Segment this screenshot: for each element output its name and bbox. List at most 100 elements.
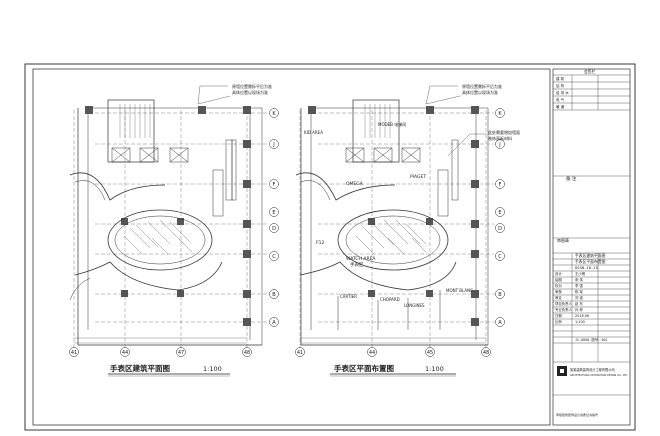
left-plan	[69, 99, 268, 352]
room-label-f12: F12	[316, 240, 324, 246]
grid-row-left-B: B	[272, 292, 276, 298]
grid-row-left-C-bubble	[269, 251, 279, 261]
tb-field-key: 比例	[555, 319, 562, 324]
right-plan-scale: 1:100	[425, 365, 444, 373]
room-label-omega: OMEGA	[346, 181, 364, 187]
grid-row-right-C: C	[498, 254, 502, 260]
grid-row-right-D-bubble	[495, 223, 505, 233]
tb-drawing-no: DSGN-18-15	[575, 265, 598, 270]
grid-row-left-E-bubble	[269, 207, 279, 217]
tb-field-key: 专业负责人	[555, 307, 573, 312]
grid-row-left-A: A	[272, 320, 276, 326]
tb-row-label: 结 构	[556, 83, 565, 88]
tb-company-cn: 某某建筑装饰设计工程有限公司	[570, 367, 615, 372]
left-plan-scale: 1:100	[203, 365, 222, 373]
tb-project-cn: 手表区建筑平面图	[575, 253, 606, 258]
tb-field-key: 设计	[555, 271, 562, 276]
grid-row-left-B-bubble	[269, 289, 279, 299]
room-label-elevator: MODEB 电梯间	[378, 121, 406, 127]
grid-row-left-D: D	[272, 226, 276, 232]
right-plan	[295, 99, 494, 352]
room-label-cartier: CARTIER	[340, 294, 357, 299]
grid-col-right-45-bubble	[425, 347, 435, 357]
tb-company-en: ARCHITECTURAL DECORATION DESIGN CO., LTD…	[570, 374, 628, 377]
grid-row-left-D-bubble	[269, 223, 279, 233]
room-label-watch-area-cn: 手表区	[350, 261, 364, 268]
tb-field-value: 李 强	[575, 283, 583, 288]
tb-field-value: 孙 林	[575, 307, 583, 312]
grid-col-right-44: 44	[369, 350, 375, 356]
right-note-mid-2: 装饰面板材料	[488, 135, 512, 141]
grid-row-right-K: K	[498, 111, 502, 117]
sheet-outer-frame	[24, 63, 636, 431]
room-label-chopard: CHOPARD	[380, 297, 400, 302]
grid-col-right-41-bubble	[295, 347, 305, 357]
tb-header: 会签栏	[584, 69, 596, 74]
grid-col-left-47: 47	[178, 350, 184, 356]
tb-field-key: 项目负责人	[555, 301, 573, 306]
grid-col-left-48: 48	[244, 350, 250, 356]
room-label-watch-area: WATCH AREA	[346, 256, 376, 262]
tb-row-label: 电 气	[556, 97, 565, 102]
grid-row-right-E-bubble	[495, 207, 505, 217]
grid-row-right-B: B	[498, 292, 502, 298]
tb-field-value: 1:100	[575, 320, 585, 324]
grid-col-left-44: 44	[122, 350, 128, 356]
grid-col-left-41-bubble	[69, 347, 79, 357]
tb-field-value: 陈 军	[575, 289, 583, 294]
grid-col-left-41: 41	[71, 350, 77, 356]
grid-row-right-E: E	[498, 210, 501, 216]
grid-row-left-J-bubble	[269, 139, 279, 149]
grid-col-right-44-bubble	[367, 347, 377, 357]
right-note-line-1: 原墙位置需拆平后为准	[462, 83, 502, 89]
tb-field-key: 审核	[555, 289, 562, 294]
grid-row-left-A-bubble	[269, 317, 279, 327]
tb-row-label: 给 排 水	[556, 90, 569, 95]
grid-row-right-A-bubble	[495, 317, 505, 327]
right-plan-caption: 手表区平面布置图	[334, 363, 394, 373]
grid-col-right-48: 48	[483, 350, 489, 356]
title-block	[552, 68, 631, 426]
grid-row-left-K-bubble	[269, 108, 279, 118]
grid-row-right-F-bubble	[495, 179, 505, 189]
tb-remarks: 备 注	[566, 175, 577, 182]
grid-row-left-E: E	[272, 210, 275, 216]
right-note-line-2: 具体位置以现场为准	[462, 89, 498, 95]
grid-row-right-J-bubble	[495, 139, 505, 149]
grid-row-right-A: A	[498, 320, 502, 326]
grid-row-right-C-bubble	[495, 251, 505, 261]
grid-row-left-F: F	[273, 182, 276, 188]
room-label-kid: KID AREA	[304, 130, 323, 135]
grid-col-left-48-bubble	[242, 347, 252, 357]
tb-stamp: 审图章	[557, 237, 569, 243]
left-note-line-2: 具体位置以现场为准	[232, 89, 268, 95]
grid-row-left-F-bubble	[269, 179, 279, 189]
grid-row-left-J: J	[272, 142, 274, 148]
drawing-frame	[32, 68, 551, 426]
tb-field-value: 张 伟	[575, 277, 583, 282]
tb-field-key: 审定	[555, 295, 562, 300]
grid-row-right-D: D	[498, 226, 502, 232]
grid-row-left-K: K	[272, 111, 276, 117]
tb-field-value: 王小明	[575, 271, 586, 276]
grid-col-right-41: 41	[297, 350, 303, 356]
tb-row-label: 建 筑	[556, 76, 565, 81]
tb-project-cn2: 手表区平面布置图	[575, 259, 606, 264]
tb-sheet-no: JS-0808 图号：001	[575, 337, 608, 342]
tb-field-value: 赵 东	[575, 301, 583, 306]
grid-row-right-J: J	[498, 142, 500, 148]
tb-field-value: 2018.06	[575, 314, 589, 318]
tb-field-key: 校对	[555, 283, 562, 288]
tb-cert: 甲级建筑装饰设计资质证书编号	[556, 412, 598, 417]
grid-row-left-C: C	[272, 254, 276, 260]
grid-row-right-F: F	[499, 182, 502, 188]
grid-col-right-48-bubble	[481, 347, 491, 357]
room-label-montblanc: MONT BLANC	[446, 288, 473, 293]
tb-row-label: 暖 通	[556, 104, 565, 109]
grid-row-right-B-bubble	[495, 289, 505, 299]
tb-field-key: 日期	[555, 313, 562, 318]
left-note-line-1: 原墙位置需拆平后为准	[232, 83, 272, 89]
grid-col-left-47-bubble	[176, 347, 186, 357]
left-plan-caption: 手表区建筑平面图	[110, 363, 170, 373]
